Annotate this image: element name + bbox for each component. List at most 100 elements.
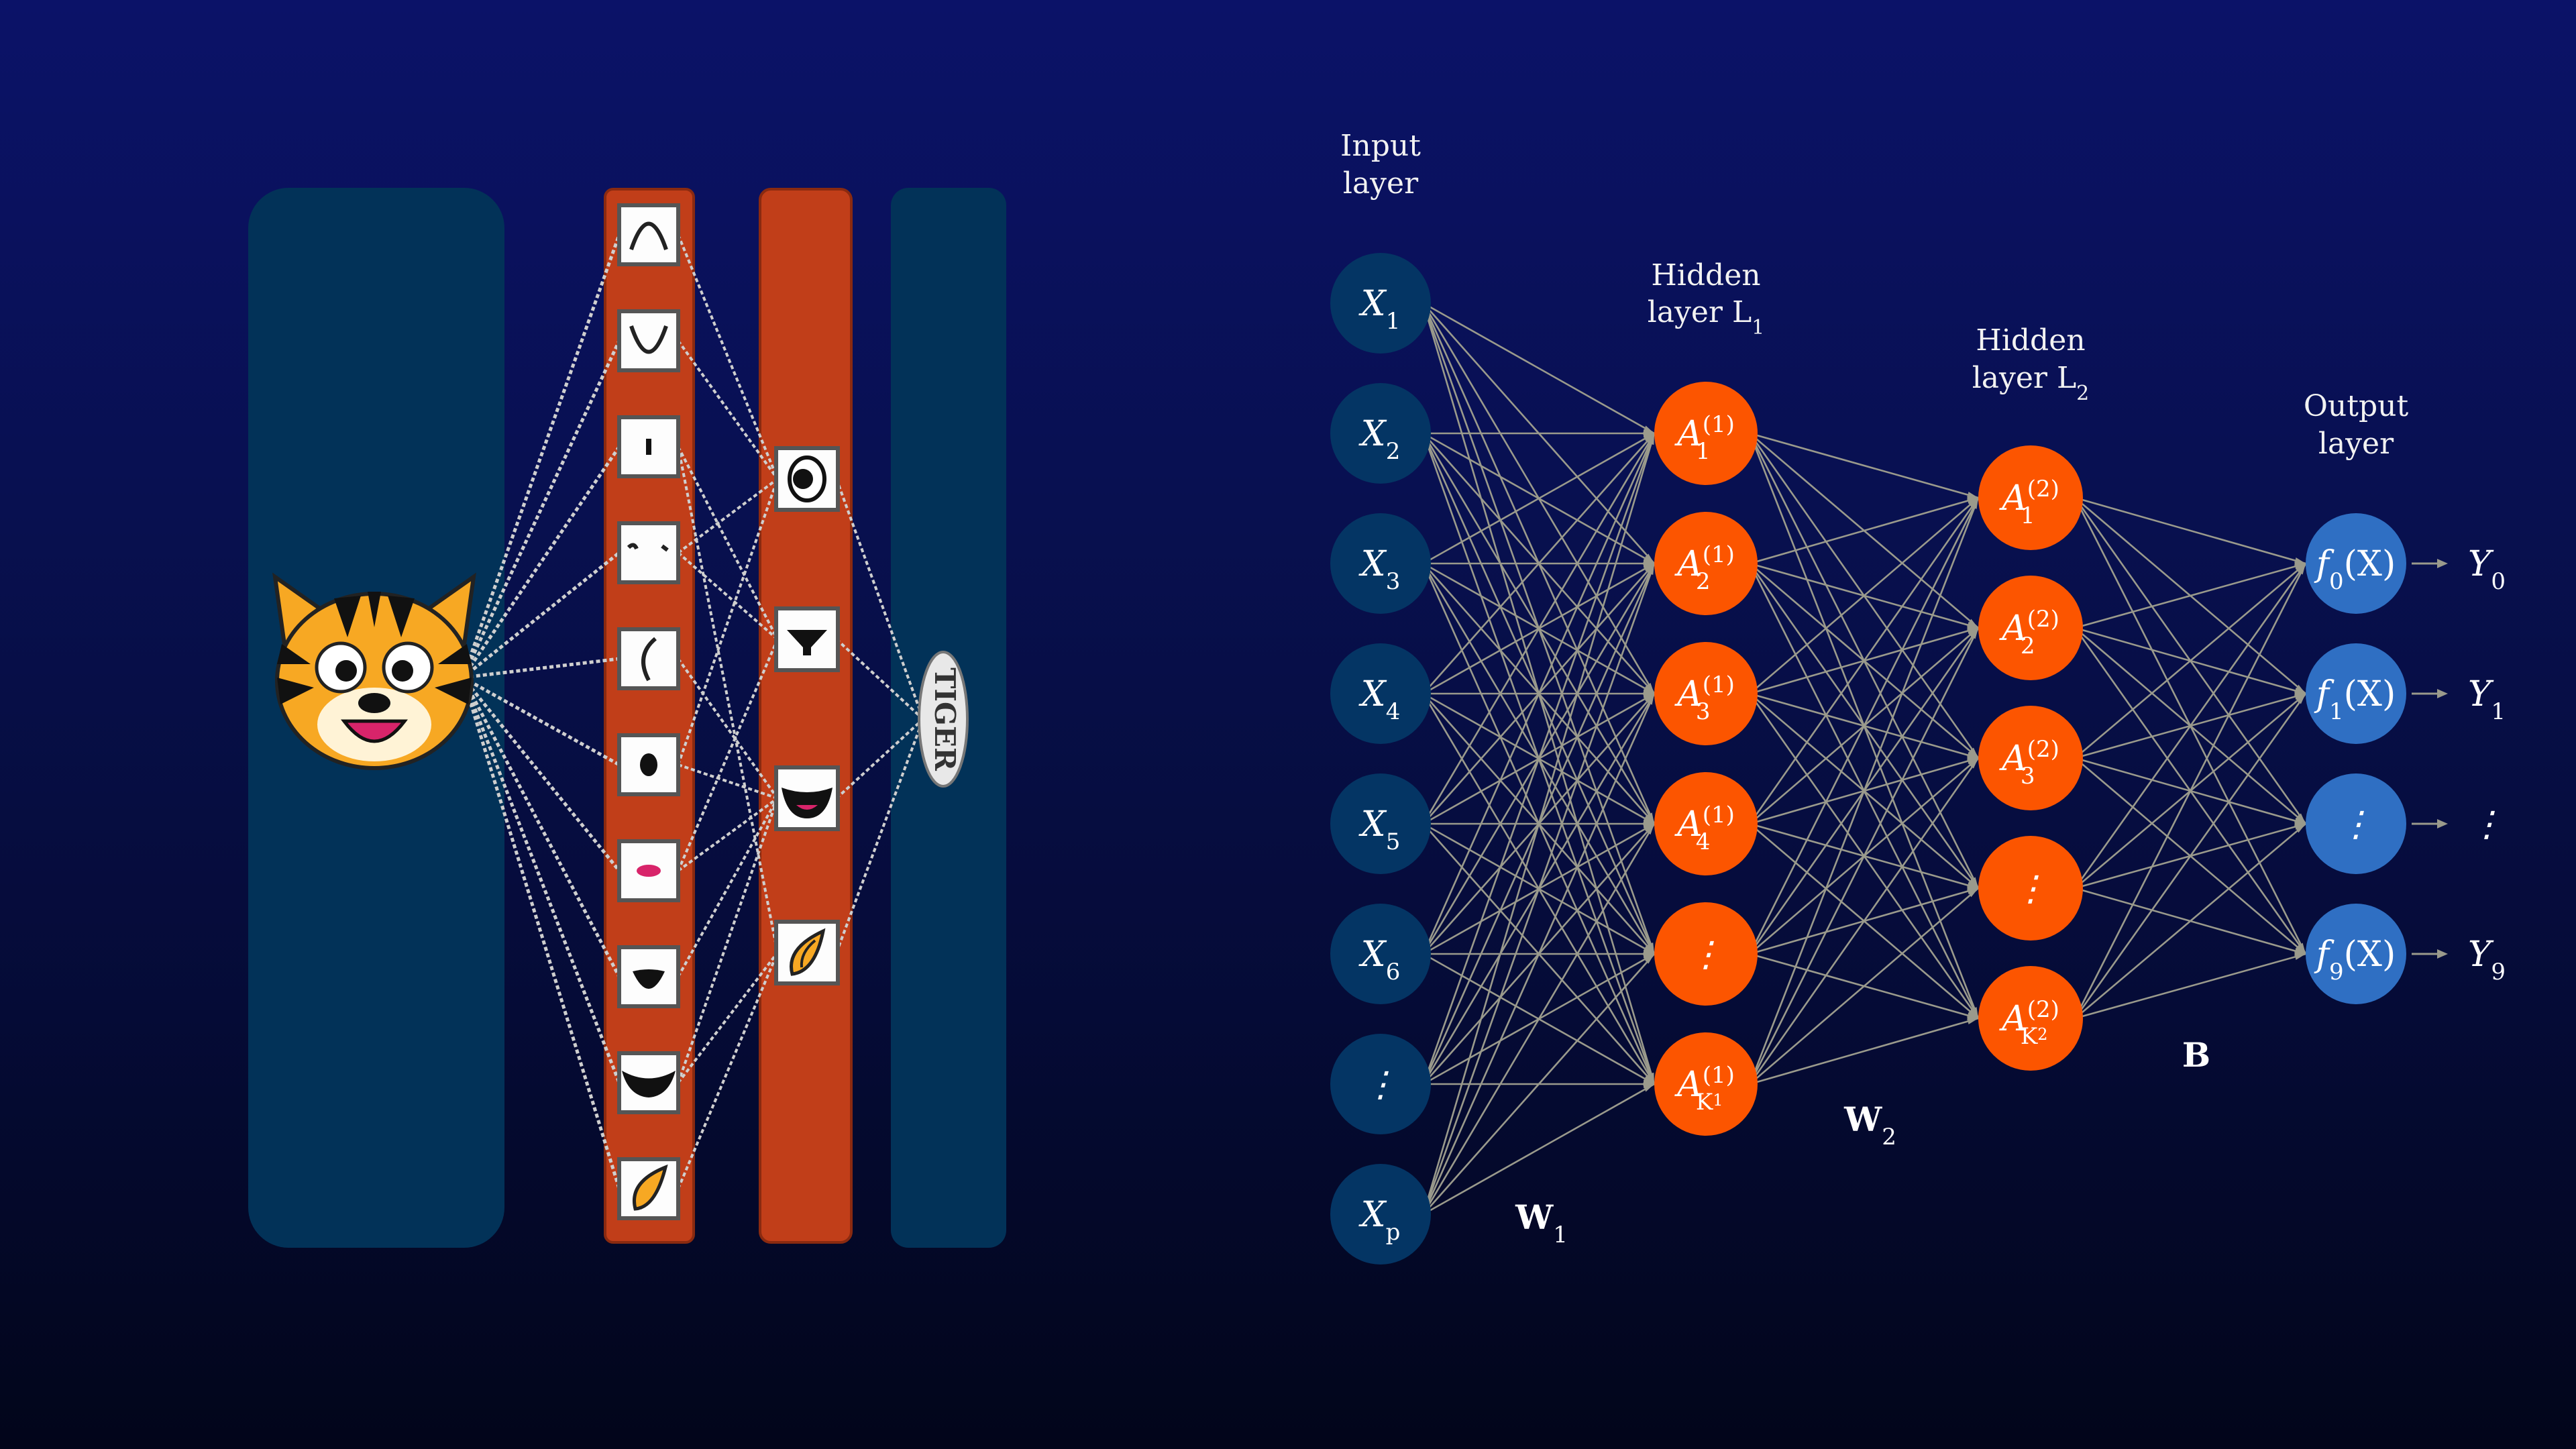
input-layer-node: X2 [1330, 383, 1431, 484]
network-edge [1749, 497, 1979, 694]
input-layer-node: X3 [1330, 513, 1431, 614]
network-edge [1422, 823, 1656, 1215]
edge-arrowhead [2295, 694, 2306, 704]
layer-title: layer L2 [1972, 361, 2090, 405]
part-card-mouth [774, 765, 840, 831]
node-label: X5 [1358, 804, 1401, 855]
node-label: f9(X) [2314, 934, 2396, 985]
node-label: A(1)K1 [1674, 1062, 1735, 1116]
edge-arrowhead [1644, 824, 1654, 835]
face-to-feature-edge [461, 234, 621, 678]
network-edge [2074, 823, 2306, 1019]
node-label: A(2)2 [1999, 606, 2059, 659]
feature-card-eye-dot [617, 733, 680, 796]
network-edge [1422, 953, 1655, 1215]
node-label: A(1)2 [1674, 541, 1735, 595]
hidden-layer-2-node: A(2)K2 [1978, 966, 2083, 1071]
node-label: A(2)K2 [1999, 996, 2059, 1050]
input-layer-node: Xp [1330, 1164, 1431, 1265]
node-label: A(1)1 [1674, 411, 1735, 465]
feature-card-curve-stroke [617, 627, 680, 690]
input-layer-node: X6 [1330, 904, 1431, 1004]
feature-card-arc-up [617, 203, 680, 266]
feature-card-short-stroke [617, 415, 680, 478]
network-edge [1750, 1017, 1979, 1085]
feature-to-part-edge [677, 951, 779, 1084]
network-edge [2074, 562, 2306, 629]
edge-arrowhead [1642, 1084, 1654, 1092]
network-edge [2074, 496, 2306, 565]
weight-label: W2 [1843, 1099, 1896, 1150]
layer-title: layer [1343, 166, 1419, 201]
feature-to-part-edge [677, 339, 779, 480]
input-layer-node: ⋮ [1330, 1034, 1431, 1134]
network-edge [2074, 563, 2307, 889]
weight-label: W1 [1515, 1197, 1568, 1248]
part-card-nose [774, 606, 840, 672]
feature-card-nose-pink [617, 839, 680, 902]
output-layer-node: ⋮ [2306, 773, 2406, 874]
layer-title: layer L1 [1648, 295, 1765, 339]
network-edge [1749, 627, 1980, 1085]
feature-to-part-edge [677, 234, 779, 480]
part-to-output-edge [835, 478, 924, 720]
network-edge [1749, 497, 1980, 1085]
network-edge [1750, 432, 1979, 499]
node-label: A(2)3 [1999, 736, 2059, 790]
hidden-layer-2-node: ⋮ [1978, 836, 2083, 941]
input-layer-node: X5 [1330, 773, 1431, 874]
hidden-layer-1-node: A(1)2 [1654, 512, 1758, 615]
node-label: X6 [1358, 934, 1401, 985]
layer2-feature-cards [774, 446, 840, 985]
network-edge [1749, 888, 1979, 1085]
hidden-layer-1-node: A(1)4 [1654, 772, 1758, 875]
feature-connections [461, 234, 924, 1189]
edge-arrowhead [1968, 628, 1978, 639]
feature-to-part-edge [677, 446, 779, 640]
edge-arrowhead [2294, 824, 2306, 833]
node-label: f1(X) [2314, 674, 2396, 725]
network-edge [1423, 1083, 1655, 1216]
network-edge [2074, 693, 2307, 1019]
hidden-layer-1-node: A(1)3 [1654, 642, 1758, 745]
feature-to-part-edge [677, 639, 779, 871]
network-edge [1422, 433, 1656, 824]
network-edge [1422, 693, 1656, 1215]
output-y-label: Y1 [2468, 674, 2506, 725]
node-label: A(1)3 [1674, 672, 1735, 725]
edge-arrowhead [1968, 758, 1978, 769]
edge-arrowhead [1646, 564, 1654, 575]
node-label: A(2)1 [1999, 476, 2059, 529]
layer-title: layer [2318, 427, 2394, 461]
network-edge [1422, 433, 1656, 955]
node-label: ⋮ [2339, 804, 2373, 845]
network-edge [1423, 432, 1655, 565]
network-edge [1423, 302, 1655, 435]
network-edge [2074, 563, 2306, 759]
layer-title: Hidden [1976, 323, 2085, 358]
output-layer-node: f9(X) [2306, 904, 2406, 1004]
network-edge [2074, 953, 2306, 1020]
part-to-output-edge [835, 718, 924, 800]
network-edge [1750, 496, 1979, 565]
network-edge [1422, 433, 1656, 1215]
hidden-layer-1-node: A(1)K1 [1654, 1032, 1758, 1136]
edge-arrowhead [2294, 952, 2306, 960]
network-edge [1749, 497, 1980, 955]
feature-to-part-edge [677, 797, 779, 872]
output-y-label: Y0 [2468, 544, 2506, 595]
node-label: X3 [1358, 544, 1401, 595]
network-edges [1422, 302, 2307, 1216]
edge-arrowhead [2296, 564, 2306, 575]
feature-hierarchy-figure: TIGER [248, 188, 1006, 1248]
tiger-output-label: TIGER [928, 667, 961, 771]
output-arrowhead [2437, 559, 2448, 568]
output-arrowhead [2437, 949, 2448, 959]
hidden-layer-2-node: A(2)1 [1978, 445, 2083, 550]
face-to-feature-edge [462, 676, 621, 767]
part-card-eye [774, 446, 840, 512]
